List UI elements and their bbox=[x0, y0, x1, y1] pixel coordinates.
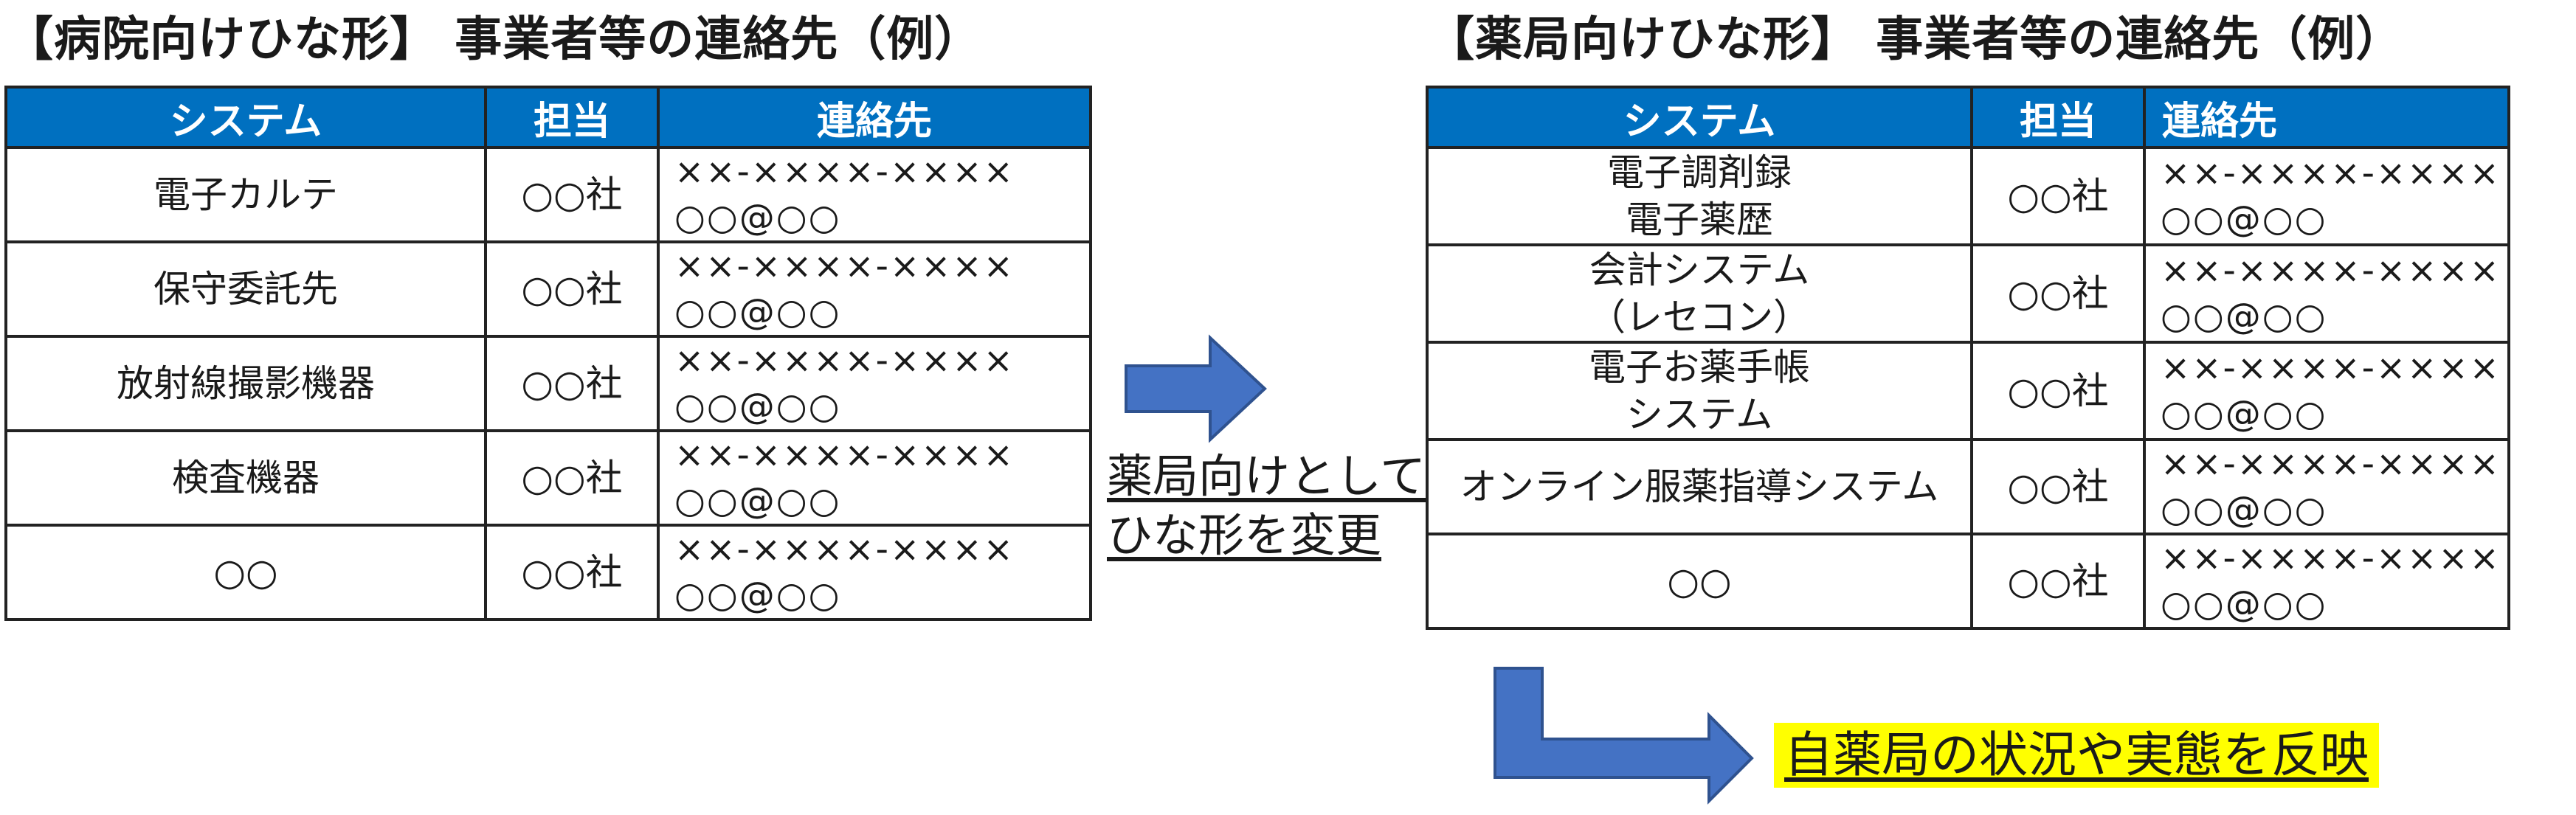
contact-cell: ××-××××-××××○○@○○ bbox=[2143, 341, 2510, 441]
table-header-row: システム 担当 連絡先 bbox=[4, 86, 1092, 149]
system-name-line: 検査機器 bbox=[172, 457, 320, 499]
phone-number: ××-××××-×××× bbox=[2161, 347, 2501, 389]
phone-number: ××-××××-×××× bbox=[674, 151, 1015, 193]
contact-cell: ××-××××-×××× ○○@○○ bbox=[657, 524, 1092, 621]
transition-note-line-1: 薬局向けとして bbox=[1107, 449, 1426, 503]
table-row: 保守委託先○○社××-××××-××××○○@○○ bbox=[4, 240, 1092, 338]
table-row: 電子お薬手帳システム○○社××-××××-××××○○@○○ bbox=[1426, 341, 2510, 441]
column-header-contact: 連絡先 bbox=[2143, 86, 2510, 149]
pharmacy-template-title: 【薬局向けひな形】 事業者等の連絡先（例） bbox=[1427, 13, 2404, 67]
email-address: ○○@○○ bbox=[674, 291, 841, 333]
system-name-cell: 電子カルテ bbox=[4, 146, 487, 243]
hospital-template-title: 【病院向けひな形】 事業者等の連絡先（例） bbox=[6, 13, 983, 67]
phone-number: ××-××××-×××× bbox=[674, 529, 1015, 570]
system-name-line: ○○ bbox=[213, 551, 278, 594]
system-name-cell: 放射線撮影機器 bbox=[4, 335, 487, 432]
phone-number: ××-××××-×××× bbox=[674, 340, 1015, 381]
system-name-line: 放射線撮影機器 bbox=[117, 362, 375, 405]
column-header-system: システム bbox=[4, 86, 487, 149]
email-address: ○○@○○ bbox=[674, 480, 841, 521]
system-name-line: 保守委託先 bbox=[153, 268, 338, 311]
contact-cell: ××-××××-××××○○@○○ bbox=[2143, 146, 2510, 246]
system-name-line: 会計システム bbox=[1589, 249, 1810, 291]
contact-cell: ××-××××-××××○○@○○ bbox=[2143, 533, 2510, 630]
phone-number: ××-××××-×××× bbox=[2161, 153, 2501, 194]
table-row: 会計システム （レセコン） ○○社 ××-××××-×××× ○○@○○ bbox=[1426, 243, 2510, 344]
right-arrow-icon bbox=[1125, 334, 1267, 443]
person-cell: ○○社 bbox=[1970, 533, 2146, 630]
table-row: オンライン服薬指導システム○○社××-××××-××××○○@○○ bbox=[1426, 438, 2510, 535]
phone-number: ××-××××-×××× bbox=[2161, 443, 2501, 485]
person-cell: ○○社 bbox=[484, 335, 660, 432]
person-cell: ○○社 bbox=[1970, 243, 2146, 344]
email-address: ○○@○○ bbox=[2161, 583, 2327, 625]
system-name-line: 電子調剤録 bbox=[1607, 151, 1792, 194]
system-name-cell: 電子調剤録電子薬歴 bbox=[1426, 146, 1973, 246]
person-cell: ○○社 bbox=[484, 429, 660, 527]
email-address: ○○@○○ bbox=[674, 197, 841, 238]
contact-cell: ××-××××-×××× ○○@○○ bbox=[657, 335, 1092, 432]
column-header-system: システム bbox=[1426, 86, 1973, 149]
table-row: 電子カルテ○○社××-××××-××××○○@○○ bbox=[4, 146, 1092, 243]
contact-cell: ××-××××-××××○○@○○ bbox=[657, 429, 1092, 527]
system-name-line: ○○ bbox=[1667, 560, 1732, 603]
transition-note: 薬局向けとして ひな形を変更 bbox=[1107, 447, 1432, 565]
table-header-row: システム 担当 連絡先 bbox=[1426, 86, 2510, 149]
column-header-contact: 連絡先 bbox=[657, 86, 1092, 149]
system-name-line: （レセコン） bbox=[1589, 296, 1810, 339]
phone-number: ××-××××-×××× bbox=[674, 434, 1015, 476]
system-name-cell: 検査機器 bbox=[4, 429, 487, 527]
column-header-person: 担当 bbox=[1970, 86, 2146, 149]
system-name-line: 電子薬歴 bbox=[1626, 198, 1773, 241]
table-row: 電子調剤録電子薬歴○○社××-××××-××××○○@○○ bbox=[1426, 146, 2510, 246]
phone-number: ××-××××-×××× bbox=[674, 246, 1015, 287]
system-name-cell: 電子お薬手帳システム bbox=[1426, 341, 1973, 441]
transition-note-line-2: ひな形を変更 bbox=[1107, 508, 1382, 562]
email-address: ○○@○○ bbox=[2161, 489, 2327, 530]
person-cell: ○○社 bbox=[1970, 146, 2146, 246]
system-name-line: システム bbox=[1626, 393, 1773, 436]
table-row: ○○○○社××-××××-××××○○@○○ bbox=[1426, 533, 2510, 630]
hospital-contact-table: システム 担当 連絡先 電子カルテ○○社××-××××-××××○○@○○保守委… bbox=[4, 86, 1092, 621]
system-name-line: オンライン服薬指導システム bbox=[1460, 465, 1939, 508]
system-name-line: 電子お薬手帳 bbox=[1589, 346, 1810, 389]
email-address: ○○@○○ bbox=[674, 575, 841, 616]
email-address: ○○@○○ bbox=[2161, 393, 2327, 434]
person-cell: ○○社 bbox=[484, 146, 660, 243]
system-name-cell: 保守委託先 bbox=[4, 240, 487, 338]
contact-cell: ××-××××-××××○○@○○ bbox=[657, 146, 1092, 243]
email-address: ○○@○○ bbox=[674, 386, 841, 427]
system-name-cell: ○○ bbox=[4, 524, 487, 621]
system-name-cell: オンライン服薬指導システム bbox=[1426, 438, 1973, 535]
column-header-person: 担当 bbox=[484, 86, 660, 149]
person-cell: ○○社 bbox=[1970, 341, 2146, 441]
table-row: 放射線撮影機器 ○○社 ××-××××-×××× ○○@○○ bbox=[4, 335, 1092, 432]
pharmacy-contact-table: システム 担当 連絡先 電子調剤録電子薬歴○○社××-××××-××××○○@○… bbox=[1426, 86, 2510, 630]
phone-number: ××-××××-×××× bbox=[2161, 538, 2501, 579]
system-name-line: 電子カルテ bbox=[153, 173, 338, 216]
person-cell: ○○社 bbox=[1970, 438, 2146, 535]
contact-cell: ××-××××-××××○○@○○ bbox=[657, 240, 1092, 338]
contact-cell: ××-××××-××××○○@○○ bbox=[2143, 438, 2510, 535]
person-cell: ○○社 bbox=[484, 240, 660, 338]
reflect-status-label: 自薬局の状況や実態を反映 bbox=[1774, 723, 2379, 788]
bent-arrow-icon bbox=[1494, 667, 1754, 805]
contact-cell: ××-××××-×××× ○○@○○ bbox=[2143, 243, 2510, 344]
table-row: ○○ ○○社 ××-××××-×××× ○○@○○ bbox=[4, 524, 1092, 621]
email-address: ○○@○○ bbox=[2161, 198, 2327, 240]
phone-number: ××-××××-×××× bbox=[2161, 250, 2501, 291]
system-name-cell: 会計システム （レセコン） bbox=[1426, 243, 1973, 344]
email-address: ○○@○○ bbox=[2161, 296, 2327, 337]
table-row: 検査機器○○社××-××××-××××○○@○○ bbox=[4, 429, 1092, 527]
system-name-cell: ○○ bbox=[1426, 533, 1973, 630]
person-cell: ○○社 bbox=[484, 524, 660, 621]
